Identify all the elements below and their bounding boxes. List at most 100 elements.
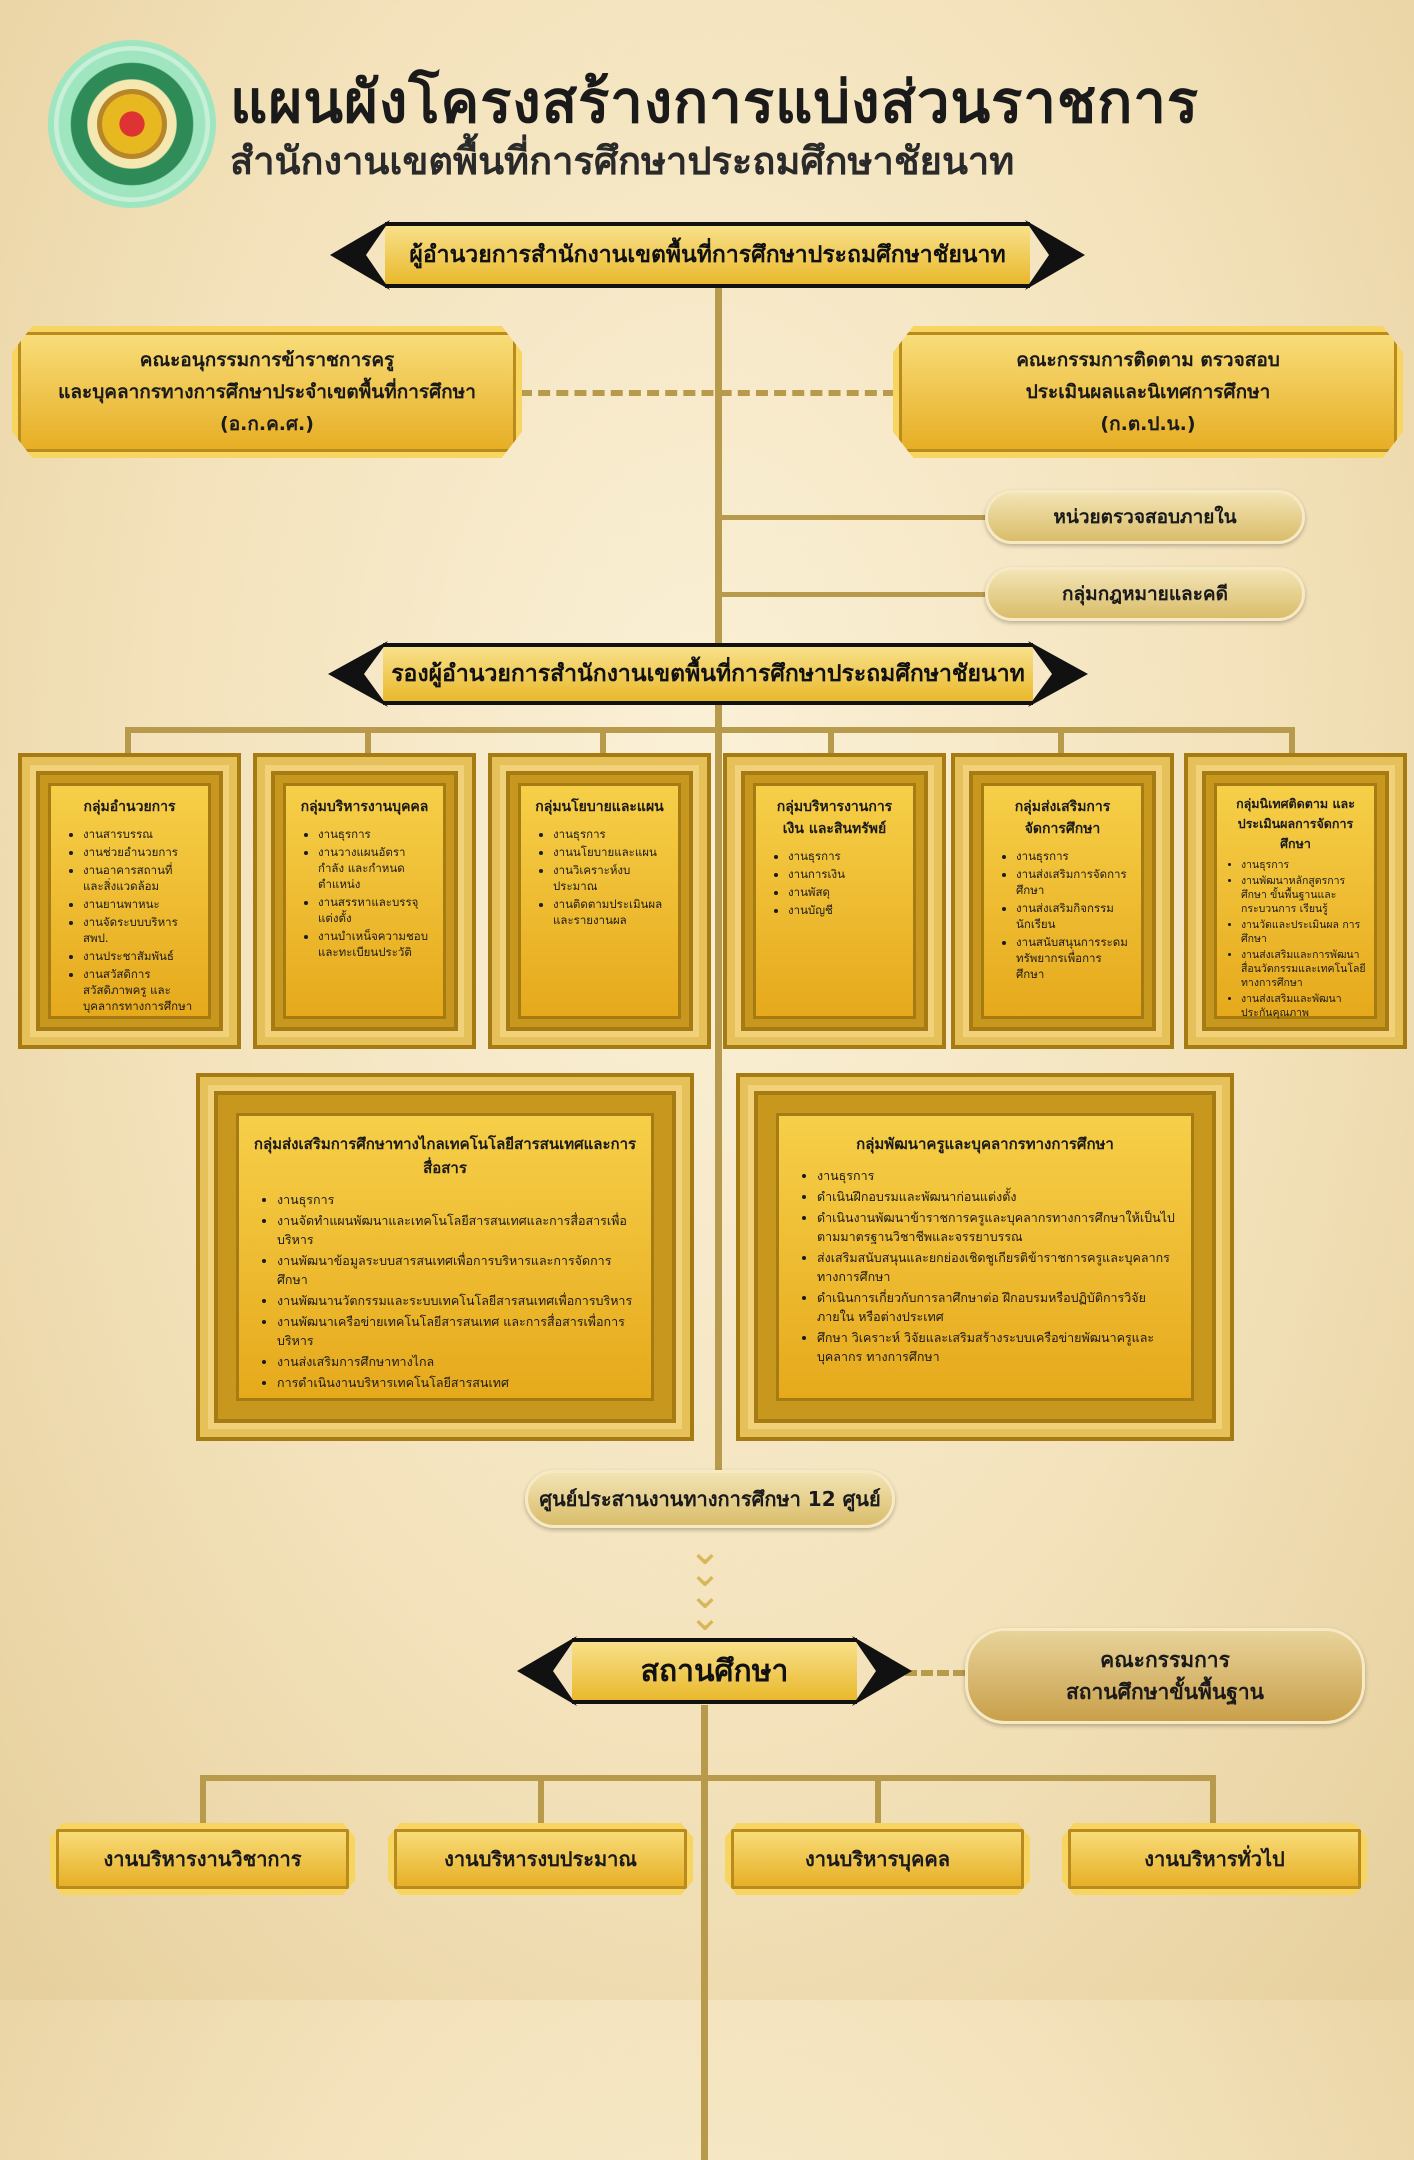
list-item: งานธุรการ — [277, 1190, 637, 1209]
committee-left-line1: คณะอนุกรรมการข้าราชการครู — [139, 349, 395, 371]
list-item: งานพัสดุ — [788, 884, 901, 900]
list-item: งานวัดและประเมินผล การศึกษา — [1241, 918, 1366, 946]
group-box-administration: กลุ่มอำนวยการ งานสารบรรณ งานช่วยอำนวยการ… — [22, 757, 237, 1045]
group-title: กลุ่มส่งเสริมการศึกษาทางไกลเทคโนโลยีสารส… — [253, 1135, 637, 1177]
group-box-education-promotion: กลุ่มส่งเสริมการจัดการศึกษา งานธุรการ งา… — [955, 757, 1170, 1045]
list-item: งานอาคารสถานที่ และสิ่งแวดล้อม — [83, 862, 196, 894]
drop-6 — [1289, 727, 1295, 762]
legal-group-box: กลุ่มกฎหมายและคดี — [985, 567, 1305, 621]
list-item: งานส่งเสริมกิจกรรมนักเรียน — [1016, 900, 1129, 932]
list-item: งานพัฒนาเครือข่ายเทคโนโลยีสารสนเทศ และกา… — [277, 1312, 637, 1350]
list-item: ดำเนินงานพัฒนาข้าราชการครูและบุคลากรทางก… — [817, 1208, 1177, 1246]
list-item: งานสวัสดิการสวัสดิภาพครู และบุคลากรทางกา… — [83, 966, 196, 1014]
school-board-line2: สถานศึกษาขั้นพื้นฐาน — [1065, 1680, 1264, 1704]
list-item: ศึกษา วิเคราะห์ วิจัยและเสริมสร้างระบบเค… — [817, 1328, 1177, 1366]
group-title: กลุ่มพัฒนาครูและบุคลากรทางการศึกษา — [856, 1135, 1114, 1153]
list-item: งานส่งเสริมการจัดการศึกษา — [1016, 866, 1129, 898]
units-bus — [200, 1775, 1215, 1781]
committee-right-line2: ประเมินผลและนิเทศการศึกษา — [1025, 381, 1271, 403]
group-items: งานธุรการ ดำเนินฝึกอบรมและพัฒนาก่อนแต่งต… — [793, 1166, 1177, 1366]
committee-left-line3: (อ.ก.ค.ศ.) — [220, 413, 314, 435]
list-item: งานธุรการ — [553, 826, 666, 842]
school-label: สถานศึกษา — [640, 1653, 789, 1689]
committee-right-line1: คณะกรรมการติดตาม ตรวจสอบ — [1016, 349, 1280, 371]
audit-unit-label: หน่วยตรวจสอบภายใน — [1053, 506, 1237, 528]
unit-personnel: งานบริหารบุคคล — [725, 1823, 1030, 1895]
group-box-finance: กลุ่มบริหารงานการเงิน และสินทรัพย์ งานธุ… — [727, 757, 942, 1045]
list-item: งานส่งเสริมและพัฒนา ประกันคุณภาพ — [1241, 992, 1366, 1020]
list-item: งานธุรการ — [1241, 858, 1366, 872]
group-items: งานธุรการ งานพัฒนาหลักสูตรการศึกษา ขั้นพ… — [1225, 858, 1366, 1020]
drop-3 — [600, 727, 606, 762]
unit-academic: งานบริหารงานวิชาการ — [50, 1823, 355, 1895]
group-box-ict: กลุ่มส่งเสริมการศึกษาทางไกลเทคโนโลยีสารส… — [200, 1077, 690, 1437]
unit-label: งานบริหารบุคคล — [805, 1847, 950, 1871]
group-title: กลุ่มนโยบายและแผน — [535, 799, 664, 815]
legal-group-label: กลุ่มกฎหมายและคดี — [1062, 583, 1228, 605]
group-title: กลุ่มบริหารงานการเงิน และสินทรัพย์ — [776, 799, 893, 837]
list-item: งานส่งเสริมและการพัฒนา สื่อนวัตกรรมและเท… — [1241, 948, 1366, 990]
page-subtitle: สำนักงานเขตพื้นที่การศึกษาประถมศึกษาชัยน… — [230, 139, 1015, 183]
group-title: กลุ่มอำนวยการ — [83, 799, 176, 815]
list-item: งานช่วยอำนวยการ — [83, 844, 196, 860]
committee-right-box: คณะกรรมการติดตาม ตรวจสอบ ประเมินผลและนิเ… — [893, 326, 1403, 458]
drop-4 — [828, 727, 834, 762]
list-item: งานจัดทำแผนพัฒนาและเทคโนโลยีสารสนเทศและก… — [277, 1211, 637, 1249]
deputy-box: รองผู้อำนวยการสำนักงานเขตพื้นที่การศึกษา… — [383, 643, 1033, 705]
drop-1 — [125, 727, 131, 762]
committee-right-line3: (ก.ต.ป.น.) — [1100, 413, 1196, 435]
audit-unit-box: หน่วยตรวจสอบภายใน — [985, 490, 1305, 544]
group-items: งานธุรการ งานนโยบายและแผน งานวิเคราะห์งบ… — [533, 826, 666, 928]
list-item: งานวิเคราะห์งบประมาณ — [553, 862, 666, 894]
group-title: กลุ่มส่งเสริมการจัดการศึกษา — [1014, 799, 1111, 837]
list-item: งานพัฒนาข้อมูลระบบสารสนเทศเพื่อการบริหาร… — [277, 1251, 637, 1289]
unit-label: งานบริหารงานวิชาการ — [103, 1847, 302, 1871]
group-items: งานธุรการ งานส่งเสริมการจัดการศึกษา งานส… — [996, 848, 1129, 982]
list-item: ส่งเสริมสนับสนุนและยกย่องเชิดชูเกียรติข้… — [817, 1248, 1177, 1286]
unit-drop-3 — [875, 1775, 881, 1825]
group-title: กลุ่มนิเทศติดตาม และประเมินผลการจัดการศึ… — [1236, 796, 1355, 851]
list-item: งานธุรการ — [1016, 848, 1129, 864]
unit-label: งานบริหารงบประมาณ — [444, 1847, 637, 1871]
groups-bus — [125, 727, 1295, 733]
group-box-personnel: กลุ่มบริหารงานบุคคล งานธุรการ งานวางแผนอ… — [257, 757, 472, 1045]
group-items: งานสารบรรณ งานช่วยอำนวยการ งานอาคารสถานท… — [63, 826, 196, 1014]
deputy-label: รองผู้อำนวยการสำนักงานเขตพื้นที่การศึกษา… — [391, 661, 1025, 687]
committee-left-line2: และบุคลากรทางการศึกษาประจำเขตพื้นที่การศ… — [58, 381, 476, 403]
group-items: งานธุรการ งานจัดทำแผนพัฒนาและเทคโนโลยีสา… — [253, 1190, 637, 1392]
coordination-center-box: ศูนย์ประสานงานทางการศึกษา 12 ศูนย์ — [525, 1470, 895, 1528]
list-item: ดำเนินการเกี่ยวกับการลาศึกษาต่อ ฝึกอบรมห… — [817, 1288, 1177, 1326]
list-item: งานส่งเสริมการศึกษาทางไกล — [277, 1352, 637, 1371]
group-items: งานธุรการ งานการเงิน งานพัสดุ งานบัญชี — [768, 848, 901, 918]
drop-5 — [1058, 727, 1064, 762]
school-trunk — [701, 1705, 708, 2160]
unit-drop-1 — [200, 1775, 206, 1825]
director-label: ผู้อำนวยการสำนักงานเขตพื้นที่การศึกษาประ… — [409, 242, 1006, 268]
list-item: งานสนับสนุนการระดม ทรัพยากรเพื่อการศึกษา — [1016, 934, 1129, 982]
group-box-teacher-development: กลุ่มพัฒนาครูและบุคลากรทางการศึกษา งานธุ… — [740, 1077, 1230, 1437]
list-item: ดำเนินฝึกอบรมและพัฒนาก่อนแต่งตั้ง — [817, 1187, 1177, 1206]
group-items: งานธุรการ งานวางแผนอัตรากำลัง และกำหนดตำ… — [298, 826, 431, 960]
group-box-supervision: กลุ่มนิเทศติดตาม และประเมินผลการจัดการศึ… — [1188, 757, 1403, 1045]
list-item: งานนโยบายและแผน — [553, 844, 666, 860]
unit-budget: งานบริหารงบประมาณ — [388, 1823, 693, 1895]
unit-drop-2 — [538, 1775, 544, 1825]
list-item: งานการเงิน — [788, 866, 901, 882]
page-title: แผนผังโครงสร้างการแบ่งส่วนราชการ — [230, 68, 1200, 136]
list-item: งานสรรหาและบรรจุแต่งตั้ง — [318, 894, 431, 926]
list-item: งานวางแผนอัตรากำลัง และกำหนดตำแหน่ง — [318, 844, 431, 892]
unit-drop-4 — [1210, 1775, 1216, 1825]
list-item: งานธุรการ — [817, 1166, 1177, 1185]
committee-left-box: คณะอนุกรรมการข้าราชการครู และบุคลากรทางก… — [12, 326, 522, 458]
unit-label: งานบริหารทั่วไป — [1144, 1847, 1285, 1871]
director-box: ผู้อำนวยการสำนักงานเขตพื้นที่การศึกษาประ… — [385, 222, 1030, 288]
group-title: กลุ่มบริหารงานบุคคล — [300, 799, 429, 815]
list-item: งานติดตามประเมินผล และรายงานผล — [553, 896, 666, 928]
list-item: งานบำเหน็จความชอบ และทะเบียนประวัติ — [318, 928, 431, 960]
list-item: งานพัฒนานวัตกรรมและระบบเทคโนโลยีสารสนเทศ… — [277, 1291, 637, 1310]
list-item: งานจัดระบบบริหาร สพป. — [83, 914, 196, 946]
school-board-box: คณะกรรมการ สถานศึกษาขั้นพื้นฐาน — [965, 1628, 1365, 1724]
school-board-line1: คณะกรรมการ — [1100, 1648, 1230, 1672]
chevron-down-arrows-icon: ⌄⌄⌄⌄ — [688, 1528, 722, 1640]
list-item: งานพัฒนาหลักสูตรการศึกษา ขั้นพื้นฐานและก… — [1241, 874, 1366, 916]
